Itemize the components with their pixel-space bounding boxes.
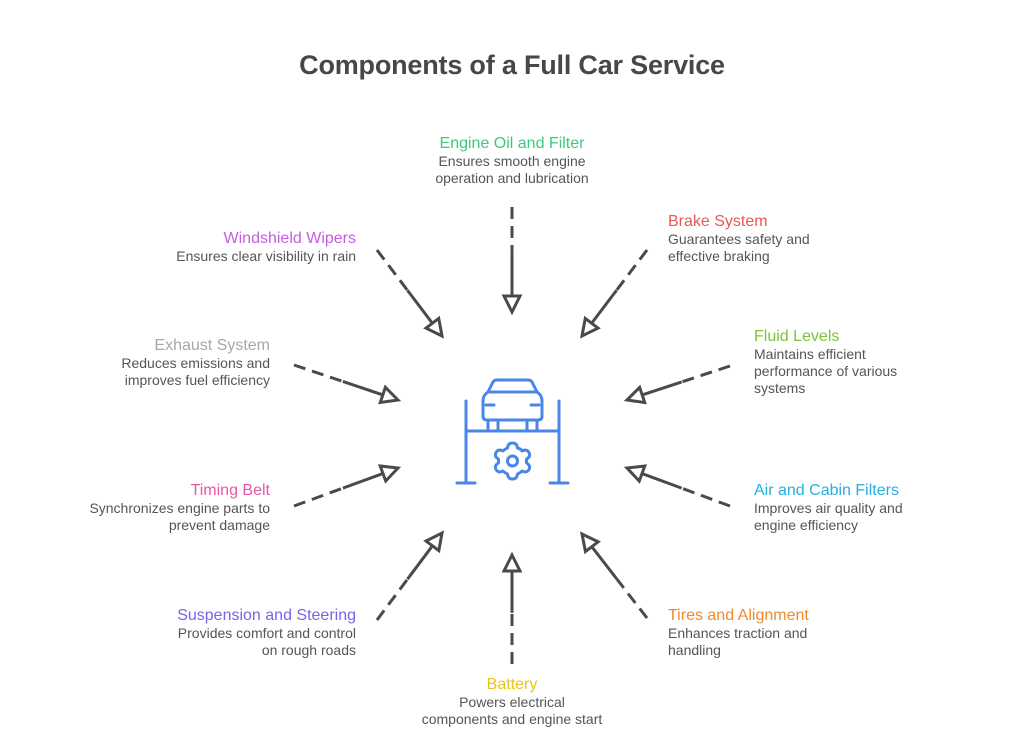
component-description-line: Reduces emissions and: [121, 355, 270, 371]
component-description-line: operation and lubrication: [435, 170, 589, 186]
component-air-cabin-filters: Air and Cabin Filters Improves air quali…: [754, 481, 954, 534]
component-title: Exhaust System: [154, 337, 270, 354]
component-engine-oil: Engine Oil and Filter Ensures smooth eng…: [412, 134, 612, 187]
component-description-line: components and engine start: [421, 711, 603, 727]
arrow-head: [423, 530, 445, 554]
arrow-head: [623, 464, 648, 484]
arrow-air-cabin-filters: [623, 464, 731, 508]
arrow-solid-segment: [641, 380, 683, 397]
arrow-solid-segment: [406, 289, 434, 325]
arrow-tires-alignment: [579, 531, 649, 619]
component-description-line: performance of various: [754, 363, 898, 379]
component-brake-system: Brake System Guarantees safety and effec…: [668, 212, 868, 265]
component-timing-belt: Timing Belt Synchronizes engine parts to…: [20, 481, 270, 534]
arrow-solid-segment: [641, 472, 683, 490]
component-description-line: prevent damage: [168, 517, 270, 533]
car-lift-gear-icon: [455, 378, 570, 485]
component-title: Engine Oil and Filter: [439, 135, 585, 152]
arrow-brake-system: [579, 249, 649, 339]
arrow-solid-segment: [590, 289, 618, 325]
arrow-dashed-segment: [615, 249, 649, 292]
component-description-line: Powers electrical: [459, 694, 565, 710]
arrow-solid-segment: [406, 544, 434, 581]
arrow-timing-belt: [293, 464, 402, 508]
component-title: Tires and Alignment: [668, 607, 809, 624]
component-description-line: Enhances traction and: [668, 625, 808, 641]
component-description-line: handling: [668, 642, 721, 658]
arrow-solid-segment: [342, 380, 384, 397]
component-description-line: on rough roads: [261, 642, 356, 658]
arrow-engine-oil: [501, 207, 523, 316]
arrow-head: [501, 551, 523, 573]
arrow-dashed-segment: [375, 249, 409, 292]
arrow-solid-segment: [590, 545, 618, 580]
component-title: Timing Belt: [190, 482, 270, 499]
diagram-title: Components of a Full Car Service: [299, 50, 725, 80]
arrow-dashed-segment: [615, 577, 649, 619]
arrow-dashed-segment: [293, 363, 344, 383]
arrow-battery: [501, 551, 523, 664]
arrow-dashed-segment: [293, 486, 344, 508]
arrow-head: [623, 384, 647, 405]
component-description-line: Improves air quality and: [754, 500, 903, 516]
component-title: Windshield Wipers: [223, 230, 356, 247]
component-description-line: systems: [754, 380, 806, 396]
component-windshield-wipers: Windshield Wipers Ensures clear visibili…: [106, 229, 356, 265]
arrow-head: [579, 315, 601, 339]
component-battery: Battery Powers electrical components and…: [402, 675, 622, 728]
arrow-head: [579, 531, 601, 555]
arrow-suspension-steering: [375, 530, 445, 621]
component-exhaust-system: Exhaust System Reduces emissions and imp…: [20, 336, 270, 389]
component-title: Brake System: [668, 213, 768, 230]
component-title: Battery: [486, 676, 538, 693]
component-description-line: effective braking: [668, 248, 770, 264]
arrow-head: [377, 464, 402, 484]
arrow-dashed-segment: [681, 486, 731, 508]
component-description-line: improves fuel efficiency: [124, 372, 270, 388]
arrow-fluid-levels: [623, 364, 731, 405]
arrow-dashed-segment: [375, 578, 409, 621]
component-tires-alignment: Tires and Alignment Enhances traction an…: [668, 606, 868, 659]
component-suspension-steering: Suspension and Steering Provides comfort…: [106, 606, 356, 659]
arrow-windshield-wipers: [375, 249, 445, 339]
component-description-line: Ensures clear visibility in rain: [176, 248, 356, 264]
component-description-line: engine efficiency: [754, 517, 859, 533]
arrow-head: [501, 294, 523, 316]
arrow-solid-segment: [342, 472, 384, 490]
component-title: Suspension and Steering: [177, 607, 356, 624]
arrow-head: [423, 315, 445, 339]
arrow-dashed-segment: [681, 364, 731, 384]
component-description-line: Ensures smooth engine: [438, 153, 586, 169]
component-description-line: Provides comfort and control: [177, 625, 356, 641]
component-description-line: Maintains efficient: [754, 346, 866, 362]
component-description-line: Synchronizes engine parts to: [89, 500, 270, 516]
component-description-line: Guarantees safety and: [668, 231, 810, 247]
component-title: Fluid Levels: [754, 328, 840, 345]
arrow-exhaust-system: [293, 363, 402, 405]
arrow-head: [378, 384, 402, 405]
component-title: Air and Cabin Filters: [754, 482, 899, 499]
component-fluid-levels: Fluid Levels Maintains efficient perform…: [754, 327, 954, 397]
